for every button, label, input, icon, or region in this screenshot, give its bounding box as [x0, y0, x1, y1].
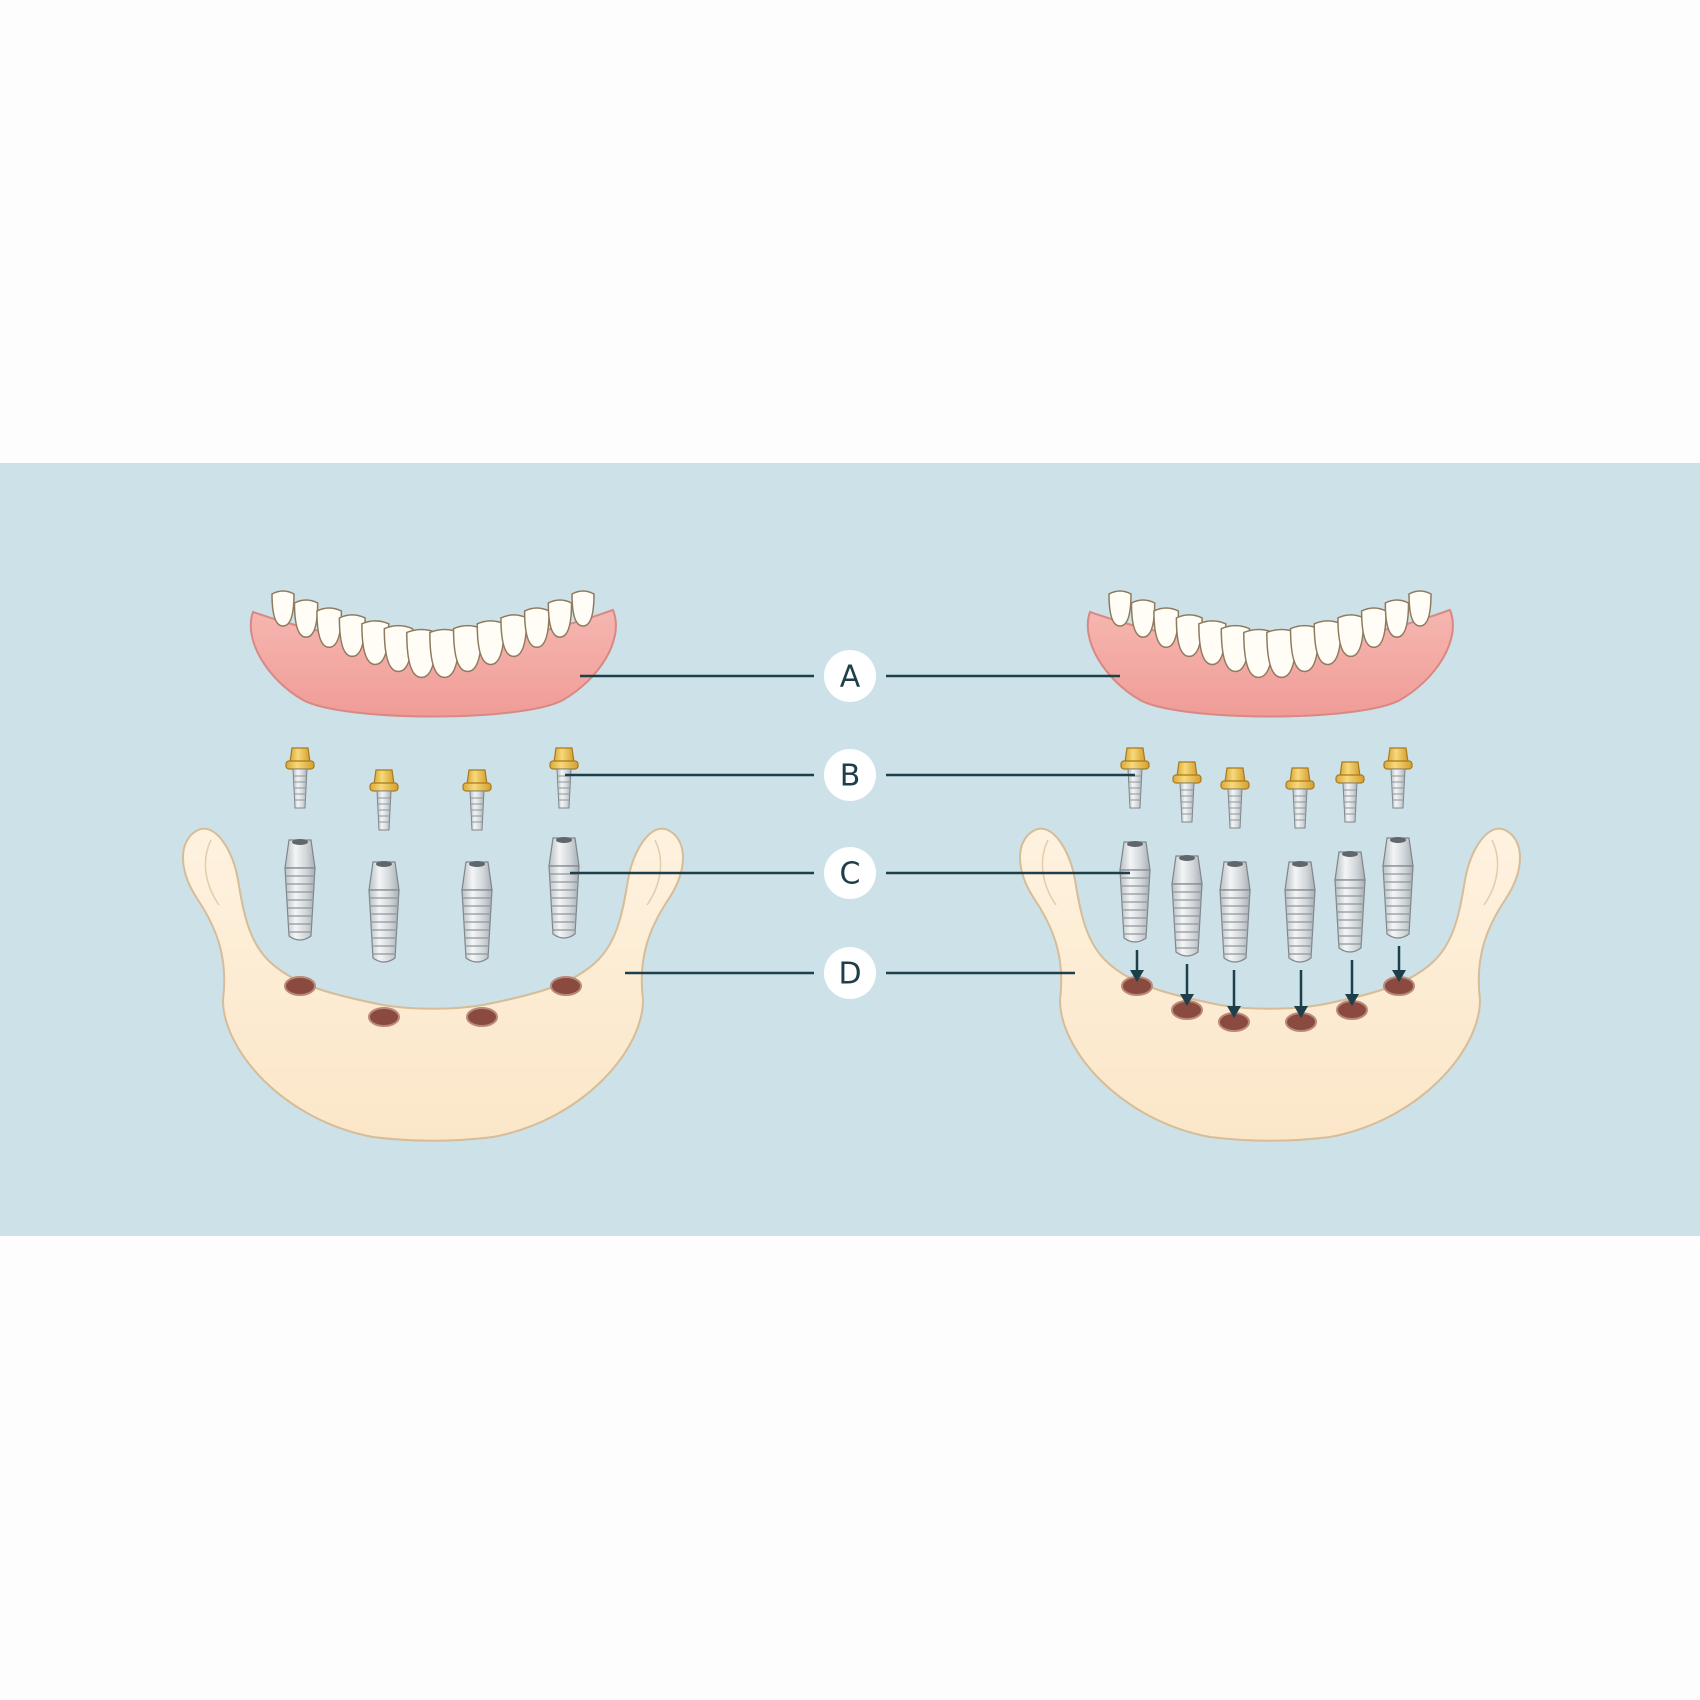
denture-tooth — [1198, 620, 1227, 666]
label-letter: D — [838, 957, 861, 992]
implant-socket — [550, 976, 582, 996]
label-c: C — [570, 847, 1130, 899]
gold-abutment-icon — [1172, 761, 1202, 823]
part-labels: A B C D — [565, 650, 1135, 999]
label-b: B — [565, 749, 1135, 801]
implant-socket — [284, 976, 316, 996]
denture-tooth — [1313, 620, 1342, 666]
denture-tooth — [523, 607, 550, 649]
denture-tooth — [1408, 590, 1432, 627]
titanium-implant-icon — [1219, 861, 1251, 963]
gold-abutment-icon — [369, 769, 399, 831]
denture-tooth — [406, 628, 437, 679]
insertion-arrow-icon — [1392, 946, 1406, 982]
denture-tooth — [361, 620, 390, 666]
label-circle — [824, 749, 876, 801]
denture-tooth — [1175, 614, 1203, 658]
titanium-implant-icon — [1171, 855, 1203, 957]
denture-tooth — [1266, 628, 1297, 679]
gold-abutment-icon — [1383, 747, 1413, 809]
denture-tooth — [316, 607, 343, 649]
titanium-implant-icon — [1284, 861, 1316, 963]
denture-tooth — [1108, 590, 1132, 627]
denture-tooth — [293, 599, 319, 638]
left-panel-illustration — [182, 590, 684, 1142]
right-panel-illustration — [1019, 590, 1521, 1142]
titanium-implant-icon — [461, 861, 493, 963]
lower-denture-illustration — [249, 590, 617, 718]
implant-socket — [466, 1007, 498, 1027]
denture-tooth — [1337, 614, 1365, 658]
denture-tooth — [547, 599, 573, 638]
insertion-arrow-icon — [1130, 950, 1144, 982]
titanium-implant-icon — [1382, 837, 1414, 939]
gold-abutment-icon — [285, 747, 315, 809]
denture-tooth — [271, 590, 295, 627]
label-letter: A — [840, 660, 861, 695]
denture-tooth — [452, 624, 483, 673]
denture-tooth — [500, 614, 528, 658]
gold-abutment-icon — [1120, 747, 1150, 809]
denture-tooth — [1130, 599, 1156, 638]
denture-tooth — [571, 590, 595, 627]
gold-abutment-icon — [1335, 761, 1365, 823]
denture-tooth — [1360, 607, 1387, 649]
gold-abutment-icon — [1285, 767, 1315, 829]
titanium-implant-icon — [368, 861, 400, 963]
insertion-arrow-icon — [1345, 960, 1359, 1006]
gold-abutment-icon — [1220, 767, 1250, 829]
insertion-arrow-icon — [1227, 970, 1241, 1018]
denture-tooth — [1289, 624, 1320, 673]
insertion-arrow-icon — [1294, 970, 1308, 1018]
insertion-arrow-icon — [1180, 964, 1194, 1006]
titanium-implant-icon — [548, 837, 580, 939]
denture-tooth — [338, 614, 366, 658]
denture-tooth — [1243, 628, 1274, 679]
label-circle — [824, 947, 876, 999]
titanium-implant-icon — [1119, 841, 1151, 943]
label-circle — [824, 847, 876, 899]
denture-tooth — [429, 628, 460, 679]
gold-abutment-icon — [549, 747, 579, 809]
label-a: A — [580, 650, 1120, 702]
lower-denture-illustration — [1086, 590, 1454, 718]
titanium-implant-icon — [284, 839, 316, 941]
gold-abutment-icon — [462, 769, 492, 831]
label-letter: B — [840, 759, 861, 794]
implant-socket — [368, 1007, 400, 1027]
denture-tooth — [476, 620, 505, 666]
denture-tooth — [1153, 607, 1180, 649]
label-circle — [824, 650, 876, 702]
label-d: D — [625, 947, 1075, 999]
label-letter: C — [840, 857, 861, 892]
titanium-implant-icon — [1334, 851, 1366, 953]
denture-tooth — [1384, 599, 1410, 638]
